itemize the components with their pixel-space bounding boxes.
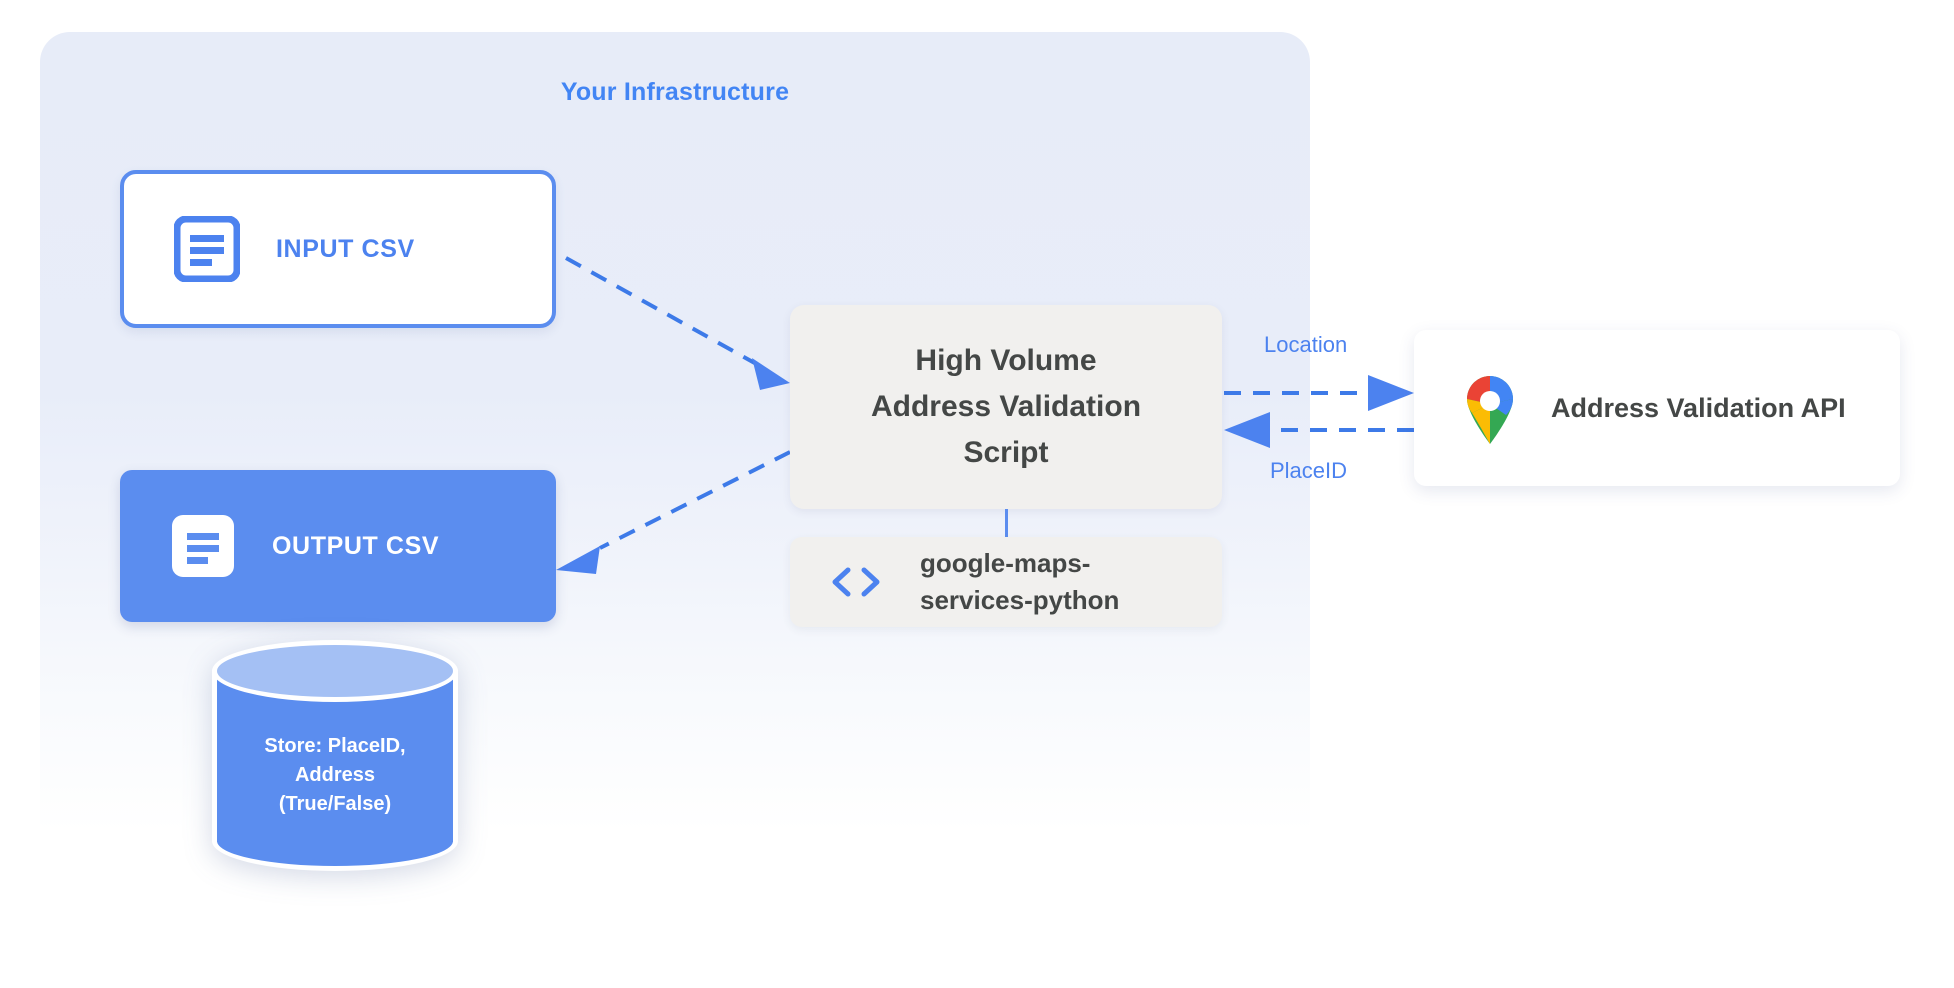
google-maps-pin-icon — [1467, 376, 1513, 444]
code-icon — [832, 567, 880, 597]
document-icon — [174, 216, 240, 282]
library-label: google-maps- services-python — [920, 545, 1119, 619]
cylinder-top — [212, 640, 458, 702]
edge-label-location: Location — [1264, 332, 1348, 357]
script-library-connector — [1005, 509, 1008, 537]
input-csv-label: INPUT CSV — [276, 234, 415, 263]
library-node[interactable]: google-maps- services-python — [790, 537, 1222, 627]
script-line-1: High Volume — [915, 344, 1097, 377]
datastore-line-2: Address — [294, 764, 376, 786]
api-label: Address Validation API — [1551, 392, 1846, 423]
validation-script-node[interactable]: High Volume Address Validation Script — [790, 305, 1222, 509]
script-line-2: Address Validation — [870, 390, 1142, 423]
input-csv-node[interactable]: INPUT CSV — [120, 170, 556, 328]
output-csv-node[interactable]: OUTPUT CSV — [120, 470, 556, 622]
datastore-line-1: Store: PlaceID, — [264, 735, 406, 757]
library-line-2: services-python — [920, 585, 1120, 615]
page-title: Your Infrastructure — [560, 78, 790, 106]
library-line-1: google-maps- — [920, 548, 1091, 578]
address-validation-api-node[interactable]: Address Validation API — [1414, 330, 1900, 486]
datastore-line-3: (True/False) — [278, 793, 392, 815]
datastore-cylinder[interactable]: Store: PlaceID, Address (True/False) — [212, 640, 458, 872]
validation-script-label: High Volume Address Validation Script — [871, 338, 1141, 476]
document-icon — [172, 515, 234, 577]
script-line-3: Script — [963, 436, 1049, 469]
datastore-label: Store: PlaceID, Address (True/False) — [212, 732, 458, 819]
output-csv-label: OUTPUT CSV — [272, 531, 440, 560]
edge-label-placeid: PlaceID — [1270, 458, 1348, 483]
